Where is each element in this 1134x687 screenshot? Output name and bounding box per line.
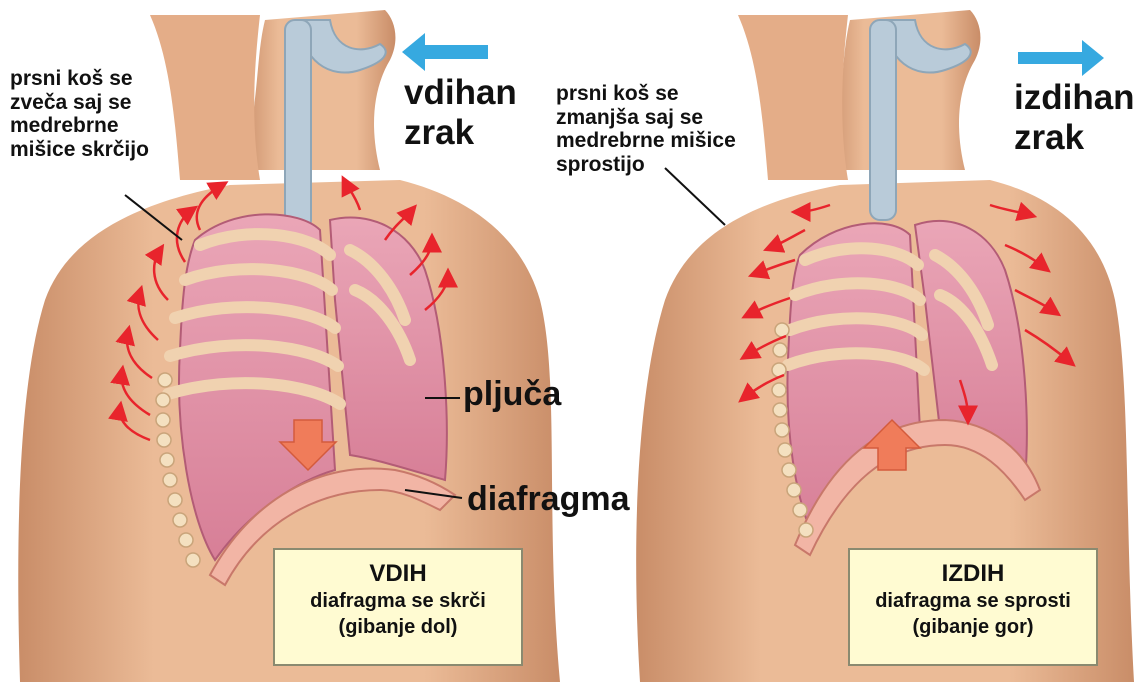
air-label-word: zrak bbox=[404, 113, 517, 153]
right-chest-note: prsni koš se zmanjša saj se medrebrne mi… bbox=[556, 82, 736, 176]
left-box-line1: diafragma se skrči bbox=[275, 588, 521, 614]
right-air-label: izdihan zrak bbox=[1014, 78, 1134, 159]
right-box-line2: (gibanje gor) bbox=[850, 614, 1096, 640]
right-chest-note-line: zmanjša saj se bbox=[556, 106, 736, 130]
right-box-title: IZDIH bbox=[850, 560, 1096, 588]
air-label-word: zrak bbox=[1014, 118, 1134, 158]
right-chest-note-line: prsni koš se bbox=[556, 82, 736, 106]
air-label-word: vdihan bbox=[404, 73, 517, 113]
left-inhale-air-arrow bbox=[402, 33, 488, 71]
left-box-line2: (gibanje dol) bbox=[275, 614, 521, 640]
right-chest-leader-line bbox=[665, 168, 725, 225]
left-box-title: VDIH bbox=[275, 560, 521, 588]
left-chest-note: prsni koš se zveča saj se medrebrne miši… bbox=[10, 67, 149, 161]
right-exhale-air-arrow bbox=[1018, 40, 1104, 76]
left-info-box: VDIH diafragma se skrči (gibanje dol) bbox=[273, 548, 523, 666]
right-box-line1: diafragma se sprosti bbox=[850, 588, 1096, 614]
air-label-word: izdihan bbox=[1014, 78, 1134, 118]
lung-label: pljuča bbox=[463, 375, 561, 413]
left-chest-note-line: prsni koš se bbox=[10, 67, 149, 91]
right-chest-note-line: sprostijo bbox=[556, 153, 736, 177]
left-chest-note-line: mišice skrčijo bbox=[10, 138, 149, 162]
right-chest-note-line: medrebrne mišice bbox=[556, 129, 736, 153]
left-chest-note-line: zveča saj se bbox=[10, 91, 149, 115]
diaphragm-label: diafragma bbox=[467, 480, 630, 518]
right-info-box: IZDIH diafragma se sprosti (gibanje gor) bbox=[848, 548, 1098, 666]
left-chest-note-line: medrebrne bbox=[10, 114, 149, 138]
left-air-label: vdihan zrak bbox=[404, 73, 517, 154]
